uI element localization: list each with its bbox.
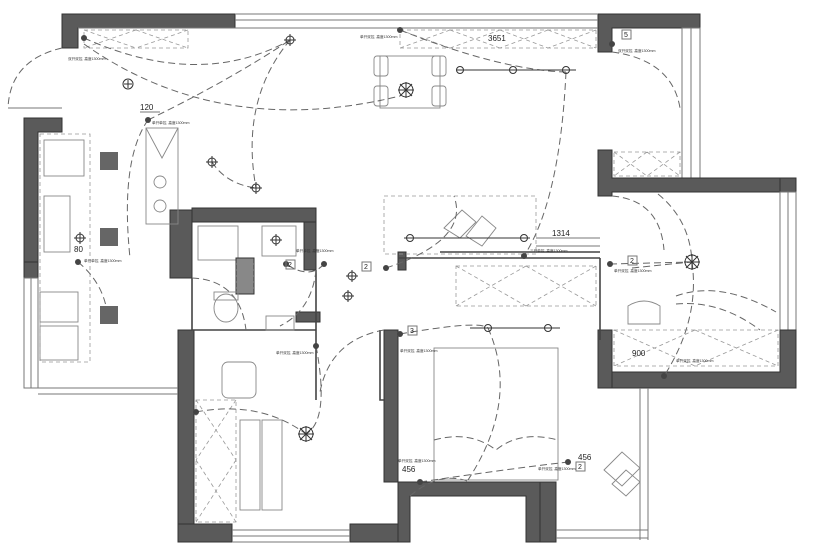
wall-top-right xyxy=(597,13,701,53)
switch-note: 单开双控, 高度1300mm xyxy=(398,458,436,463)
switch-note: 双开双控, 高度1300mm xyxy=(68,56,106,61)
wall-right-room-left-low xyxy=(597,329,613,389)
switch-icon xyxy=(313,343,319,349)
switch-icon xyxy=(397,331,403,337)
switch-note: 三开单控, 高度1300mm xyxy=(530,248,568,253)
wall-bedroom-bottom-left xyxy=(177,523,233,543)
switch-note: 单开双控, 高度1300mm xyxy=(360,34,398,39)
dimension-label: 80 xyxy=(74,245,83,254)
ceiling-light-icon xyxy=(284,34,296,46)
dimension-label: 456 xyxy=(402,465,416,474)
ceiling-light-icon xyxy=(122,78,134,90)
switch-icon xyxy=(661,373,667,379)
switch-icon xyxy=(75,259,81,265)
switch-icon xyxy=(521,253,527,259)
switch-note: 单开双控, 高度1300mm xyxy=(538,466,576,471)
furniture xyxy=(39,29,779,523)
wall-bedroom-divider xyxy=(383,329,399,483)
chandelier-icon xyxy=(398,82,414,98)
switch-tag: 2 xyxy=(578,464,582,471)
track-light-icon xyxy=(470,324,560,332)
switch-note: 单开双控, 高度1300mm xyxy=(276,350,314,355)
outlines xyxy=(38,13,649,543)
chandelier-icon xyxy=(298,426,314,442)
switch-icon xyxy=(607,261,613,267)
switch-note: 单开单控, 高度1300mm xyxy=(84,258,122,263)
switch-note: 单开单控, 高度1300mm xyxy=(152,120,190,125)
track-light-icon xyxy=(456,66,576,74)
ceiling-light-icon xyxy=(74,232,86,244)
switch-note: 双开双控, 高度1300mm xyxy=(618,48,656,53)
dimension-label: 900 xyxy=(632,349,646,358)
ceiling-light-icon xyxy=(250,182,262,194)
ceiling-light-icon xyxy=(342,290,354,302)
switch-tags: 5 2 2 3 2 2 xyxy=(285,29,638,472)
ceiling-light-icon xyxy=(206,156,218,168)
ceiling-light-icon xyxy=(346,270,358,282)
light-fixtures xyxy=(74,34,700,442)
track-light-icon xyxy=(404,234,530,242)
dimension-label: 3651 xyxy=(488,34,506,43)
walls xyxy=(23,13,797,543)
switch-note: 单开单控, 高度1300mm xyxy=(296,248,334,253)
chandelier-icon xyxy=(684,254,700,270)
wall-bedroom-bottom-mid xyxy=(349,523,401,543)
switch-icon xyxy=(397,27,403,33)
wall-master-top-left xyxy=(397,251,407,271)
wall-master-bottom xyxy=(397,481,541,543)
switch-icon xyxy=(609,41,615,47)
switch-notes: 双开双控, 高度1300mm 单开双控, 高度1300mm 双开双控, 高度13… xyxy=(68,34,714,471)
switch-note: 单开双控, 高度1300mm xyxy=(400,348,438,353)
switch-icon xyxy=(193,409,199,415)
switch-note: 单开双控, 高度1300mm xyxy=(676,358,714,363)
dimension-label: 120 xyxy=(140,103,154,112)
switch-icon xyxy=(417,479,423,485)
wall-right-room-right xyxy=(779,177,797,193)
wall-master-right-bottom xyxy=(539,481,557,543)
ceiling-light-icon xyxy=(270,234,282,246)
wall-right-room-top xyxy=(597,149,797,197)
switch-tag: 2 xyxy=(630,258,634,265)
wall-bedroom-left xyxy=(177,329,195,543)
dimension-label: 1314 xyxy=(552,229,570,238)
dimensions: 3651 120 1314 900 80 456 456 xyxy=(74,34,646,474)
dimension-label: 456 xyxy=(578,453,592,462)
wall-bath-bottom-stub xyxy=(295,311,321,323)
wiring xyxy=(77,29,777,483)
switches xyxy=(75,27,667,485)
switch-tag: 3 xyxy=(410,328,414,335)
switch-tag: 5 xyxy=(624,32,628,39)
wall-kitchen-left-low xyxy=(23,261,39,279)
wall-top-left xyxy=(61,13,236,49)
switch-tag: 2 xyxy=(364,264,368,271)
door-swings xyxy=(7,47,681,497)
switch-note: 单开双控, 高度1300mm xyxy=(614,268,652,273)
wall-bath-right xyxy=(303,221,317,271)
switch-icon xyxy=(145,117,151,123)
wall-kitchen-stub xyxy=(169,209,193,279)
switch-tag: 2 xyxy=(288,262,292,269)
switch-icon xyxy=(565,459,571,465)
switch-icon xyxy=(383,265,389,271)
switch-icon xyxy=(321,261,327,267)
switch-icon xyxy=(81,35,87,41)
wall-bath-top xyxy=(191,207,317,223)
